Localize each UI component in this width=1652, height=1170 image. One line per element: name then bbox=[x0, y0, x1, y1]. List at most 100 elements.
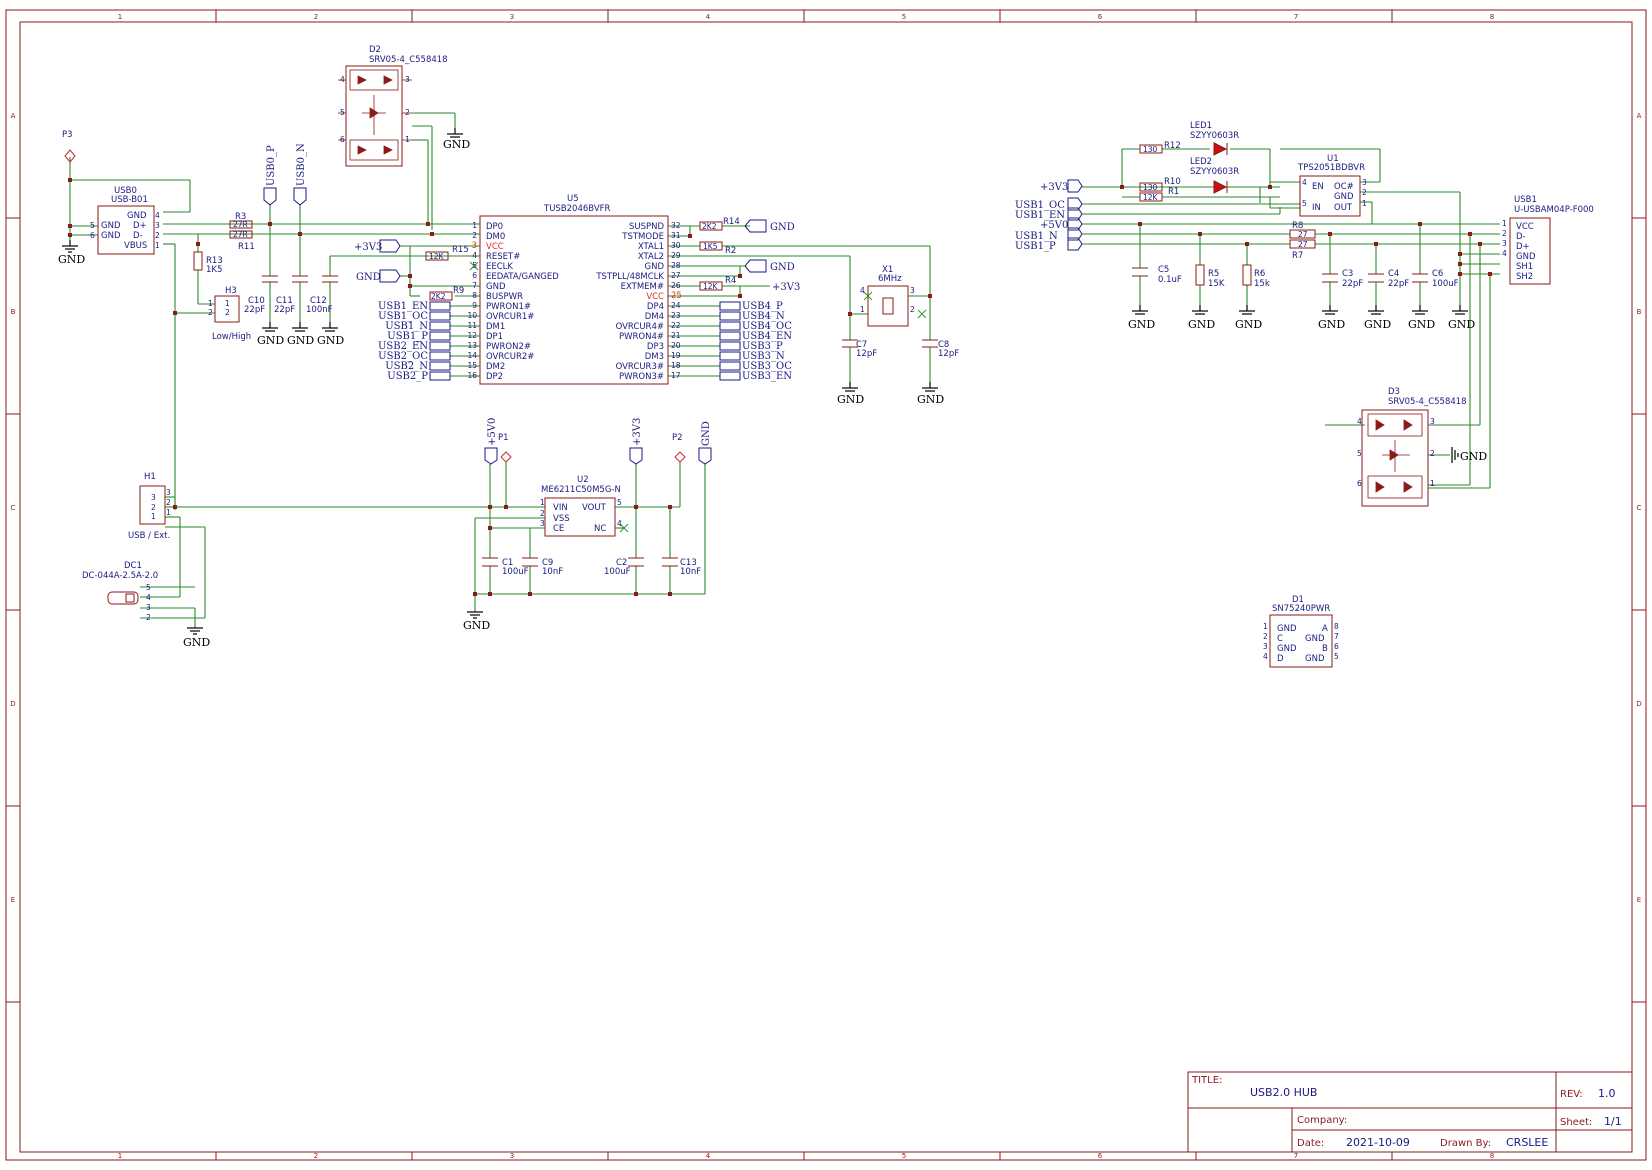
u5-left-net-label: USB2_N bbox=[385, 361, 428, 372]
dc1-value: DC-044A-2.5A-2.0 bbox=[82, 571, 158, 581]
u5-right-pin-name: OVRCUR4# bbox=[616, 322, 664, 332]
col-label: 1 bbox=[118, 1152, 122, 1160]
c7-value: 12pF bbox=[856, 349, 877, 359]
col-label: 8 bbox=[1490, 1152, 1494, 1160]
gnd-label: GND bbox=[58, 253, 85, 266]
ldo-regulator-u2 bbox=[544, 497, 616, 537]
sheet-frame bbox=[5, 9, 1647, 1161]
u5-right-pin-name: DP4 bbox=[647, 302, 664, 312]
u5-right-pin-number: 32 bbox=[671, 221, 681, 230]
svg-text:2: 2 bbox=[540, 509, 545, 518]
gnd-label: GND bbox=[917, 393, 944, 406]
u5-left-pin-name: OVRCUR2# bbox=[486, 352, 534, 362]
row-label: A bbox=[11, 112, 16, 120]
u5-left-net-label: USB1_OC bbox=[378, 311, 428, 322]
test-points bbox=[64, 149, 686, 463]
sheet-value: 1/1 bbox=[1604, 1115, 1622, 1128]
gnd-label: GND bbox=[1128, 318, 1155, 331]
svg-text:3: 3 bbox=[1430, 417, 1435, 426]
svg-text:4: 4 bbox=[1263, 652, 1268, 661]
u2-pin-ce: CE bbox=[553, 524, 564, 534]
col-label: 4 bbox=[706, 13, 711, 21]
svg-text:7: 7 bbox=[1334, 632, 1339, 641]
p3-label: P3 bbox=[62, 130, 73, 140]
r10-value: 130 bbox=[1143, 183, 1158, 192]
c10-ref: C10 bbox=[248, 296, 265, 306]
col-label: 1 bbox=[118, 13, 122, 21]
usb1-net: USB1_OC bbox=[1015, 200, 1065, 211]
usb1-net: +5V0 bbox=[1040, 220, 1068, 231]
gnd-label: GND bbox=[463, 619, 490, 632]
tvs-diode-d2 bbox=[345, 65, 403, 167]
u5-right-pin-name: EXTMEM# bbox=[621, 282, 664, 292]
r15-value: 12K bbox=[429, 252, 445, 261]
row-label: B bbox=[11, 308, 16, 316]
junctions bbox=[68, 178, 1492, 596]
gnd-port-rot: GND bbox=[701, 421, 712, 446]
gnd-port-label: GND bbox=[356, 272, 381, 283]
usb-b-connector-usb0 bbox=[97, 205, 155, 255]
u5-right-pin-name: XTAL2 bbox=[638, 252, 664, 262]
u1-pin-gnd: GND bbox=[1334, 192, 1354, 202]
svg-text:3: 3 bbox=[540, 519, 545, 528]
usb0-value: USB-B01 bbox=[111, 195, 148, 205]
usb1-net: USB1_EN bbox=[1015, 210, 1065, 221]
drawn-by-label: Drawn By: bbox=[1440, 1138, 1491, 1149]
svg-text:8: 8 bbox=[1334, 622, 1339, 631]
u5-left-pin-name: DP0 bbox=[486, 222, 503, 232]
d1-pin-left: D bbox=[1277, 654, 1284, 664]
no-connect-marks bbox=[469, 261, 927, 533]
u5-right-pin-number: 20 bbox=[671, 341, 681, 350]
u5-right-pin-name: DP3 bbox=[647, 342, 664, 352]
u5-right-net-label: USB4_P bbox=[742, 301, 783, 312]
u5-left-pin-number: 10 bbox=[467, 311, 477, 320]
u2-pin-nc: NC bbox=[594, 524, 606, 534]
u5-right-pin-name: XTAL1 bbox=[638, 242, 664, 252]
u5-right-pin-number: 28 bbox=[671, 261, 681, 270]
hub-controller-u5 bbox=[479, 215, 669, 385]
r13-value: 1K5 bbox=[206, 265, 222, 275]
usb0-ref: USB0 bbox=[114, 186, 137, 196]
svg-text:3: 3 bbox=[151, 493, 156, 502]
c10-value: 22pF bbox=[244, 305, 265, 315]
svg-text:1: 1 bbox=[151, 512, 156, 521]
h1-sub: USB / Ext. bbox=[128, 531, 170, 541]
component-labels: D2 SRV05-4_C558418 P3 USB0 USB-B01 GND D… bbox=[62, 45, 1594, 664]
svg-text:4: 4 bbox=[146, 593, 151, 602]
r4-ref: R4 bbox=[725, 276, 736, 286]
svg-text:1: 1 bbox=[166, 508, 171, 517]
u5-right-pin-name: OVRCUR3# bbox=[616, 362, 664, 372]
c1-value: 100uF bbox=[502, 567, 529, 577]
svg-text:5: 5 bbox=[617, 498, 622, 507]
r11-value: 27R bbox=[233, 230, 248, 239]
u5-left-pin-number: 4 bbox=[472, 251, 477, 260]
col-label: 2 bbox=[314, 1152, 318, 1160]
gnd-label: GND bbox=[1408, 318, 1435, 331]
svg-text:1: 1 bbox=[225, 299, 230, 308]
h1-ref: H1 bbox=[144, 472, 156, 482]
u5-left-pin-name: DM1 bbox=[486, 322, 505, 332]
svg-text:4: 4 bbox=[340, 75, 345, 84]
d1-pin-right: A bbox=[1322, 624, 1328, 634]
company-label: Company: bbox=[1297, 1115, 1347, 1126]
svg-text:2: 2 bbox=[910, 305, 915, 314]
u5-right-net-label: USB3_EN bbox=[742, 371, 792, 382]
svg-text:5: 5 bbox=[340, 108, 345, 117]
u5-right-pin-number: 19 bbox=[671, 351, 681, 360]
u5-left-pin-number: 15 bbox=[467, 361, 477, 370]
u5-right-pin-name: TSTMODE bbox=[621, 232, 664, 242]
frame-labels: 1 2 3 4 5 6 7 8 1 2 3 4 5 6 7 8 A B C D … bbox=[10, 13, 1641, 1160]
svg-text:3: 3 bbox=[1502, 239, 1507, 248]
usb1-net: USB1_P bbox=[1015, 241, 1056, 252]
u5-right-pin-number: 27 bbox=[671, 271, 681, 280]
u5-left-pin-name: RESET# bbox=[486, 252, 520, 262]
row-label: D bbox=[10, 700, 15, 708]
v33-port-label: +3V3 bbox=[772, 282, 800, 293]
c2-value: 100uF bbox=[604, 567, 631, 577]
led2-ref: LED2 bbox=[1190, 157, 1212, 167]
h3-ref: H3 bbox=[225, 286, 237, 296]
gnd-label: GND bbox=[317, 334, 344, 347]
rev-value: 1.0 bbox=[1598, 1087, 1616, 1100]
usb1-pin-vcc: VCC bbox=[1516, 222, 1534, 232]
row-label: E bbox=[1637, 896, 1641, 904]
